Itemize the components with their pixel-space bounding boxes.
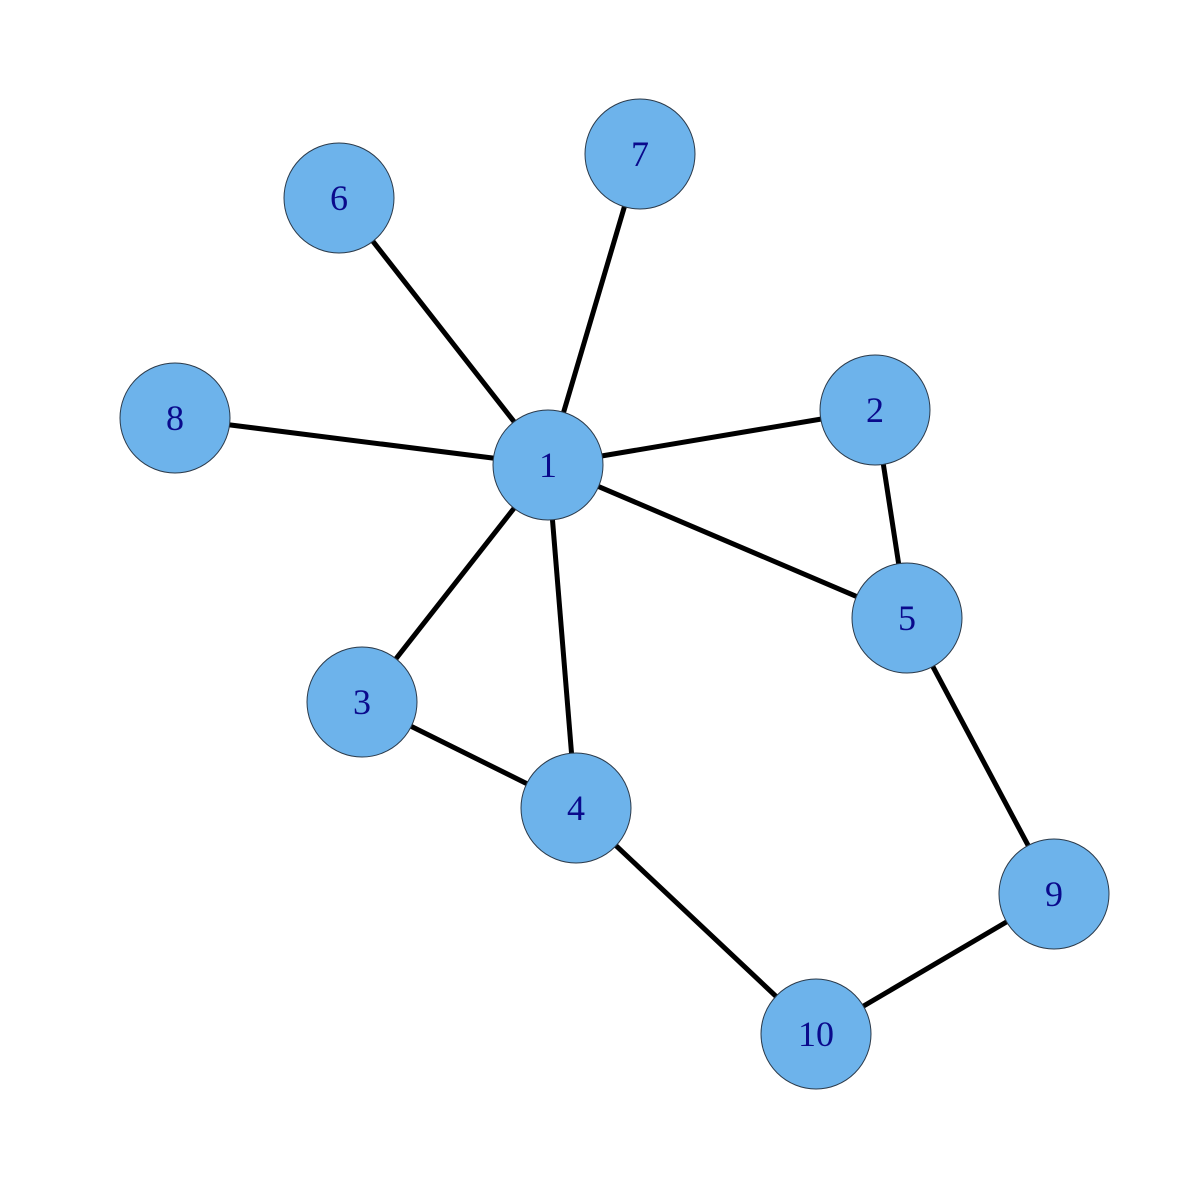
node-4: 4 <box>520 752 632 864</box>
node-circle-10 <box>760 978 872 1090</box>
edge-2-5 <box>880 463 902 565</box>
node-2: 2 <box>819 354 931 466</box>
edge-9-10 <box>862 919 1008 1009</box>
edge-1-7 <box>561 206 627 413</box>
node-6: 6 <box>283 142 395 254</box>
node-circle-8 <box>119 362 231 474</box>
edge-1-5 <box>597 484 858 599</box>
node-circle-9 <box>998 838 1110 950</box>
edge-1-8 <box>229 422 494 461</box>
edge-4-10 <box>614 843 778 999</box>
node-3: 3 <box>306 646 418 758</box>
node-label-10: 10 <box>798 1014 834 1054</box>
node-circle-6 <box>283 142 395 254</box>
node-circle-5 <box>851 562 963 674</box>
node-label-4: 4 <box>567 788 585 828</box>
node-label-9: 9 <box>1045 874 1063 914</box>
node-circle-1 <box>492 409 604 521</box>
node-label-6: 6 <box>330 178 348 218</box>
edge-5-9 <box>930 665 1031 847</box>
node-label-3: 3 <box>353 682 371 722</box>
edges-layer <box>229 206 1031 1009</box>
edge-1-2 <box>601 416 822 459</box>
edge-1-6 <box>370 239 517 424</box>
node-label-5: 5 <box>898 598 916 638</box>
node-5: 5 <box>851 562 963 674</box>
edge-1-3 <box>393 506 517 661</box>
node-circle-2 <box>819 354 931 466</box>
edge-1-4 <box>549 519 575 754</box>
node-label-2: 2 <box>866 390 884 430</box>
node-circle-3 <box>306 646 418 758</box>
node-circle-7 <box>584 98 696 210</box>
nodes-layer: 1 2 3 4 5 6 7 8 9 10 <box>119 98 1110 1090</box>
node-label-7: 7 <box>631 134 649 174</box>
node-9: 9 <box>998 838 1110 950</box>
node-8: 8 <box>119 362 231 474</box>
edge-3-4 <box>410 724 528 786</box>
node-circle-4 <box>520 752 632 864</box>
node-10: 10 <box>760 978 872 1090</box>
node-label-8: 8 <box>166 398 184 438</box>
node-7: 7 <box>584 98 696 210</box>
node-label-1: 1 <box>539 445 557 485</box>
node-1: 1 <box>492 409 604 521</box>
